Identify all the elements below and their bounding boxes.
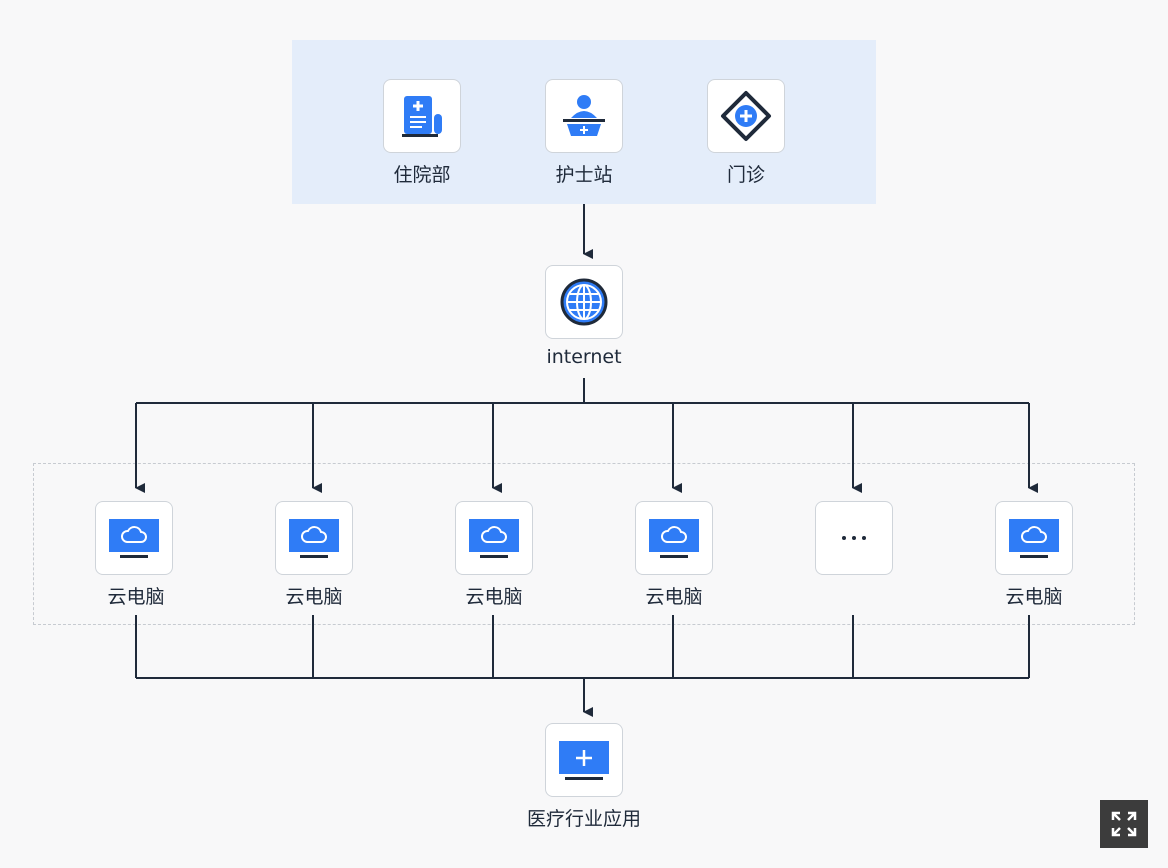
cloud-computer-label-1: 云电脑 — [107, 586, 165, 608]
expand-icon — [1111, 811, 1137, 837]
cloud-computer-label-2: 云电脑 — [285, 586, 343, 608]
ellipsis-icon — [842, 536, 866, 540]
internet-label: internet — [546, 346, 622, 368]
outpatient-label: 门诊 — [726, 164, 765, 186]
outpatient-node[interactable] — [707, 79, 785, 153]
inpatient-node[interactable] — [383, 79, 461, 153]
cloud-computer-2[interactable] — [275, 501, 353, 575]
cloud-monitor-icon — [289, 519, 339, 558]
inpatient-record-icon — [402, 96, 442, 137]
cloud-computer-group — [33, 463, 1135, 625]
globe-icon — [560, 278, 608, 326]
medical-app-node[interactable] — [545, 723, 623, 797]
cloud-computer-label-3: 云电脑 — [465, 586, 523, 608]
medical-app-label: 医疗行业应用 — [526, 808, 641, 830]
cloud-computer-label-4: 云电脑 — [645, 586, 703, 608]
cloud-monitor-icon — [109, 519, 159, 558]
cloud-computer-4[interactable] — [635, 501, 713, 575]
outpatient-diamond-icon — [721, 91, 771, 141]
nurse-station-label: 护士站 — [555, 164, 613, 186]
more-computers-node[interactable] — [815, 501, 893, 575]
cloud-computer-label-6: 云电脑 — [1005, 586, 1063, 608]
cloud-monitor-icon — [469, 519, 519, 558]
nurse-station-node[interactable] — [545, 79, 623, 153]
cloud-monitor-icon — [649, 519, 699, 558]
inpatient-label: 住院部 — [393, 164, 451, 186]
cloud-computer-6[interactable] — [995, 501, 1073, 575]
cloud-monitor-icon — [1009, 519, 1059, 558]
cloud-computer-1[interactable] — [95, 501, 173, 575]
nurse-station-icon — [563, 95, 605, 136]
fullscreen-button[interactable] — [1100, 800, 1148, 848]
internet-node[interactable] — [545, 265, 623, 339]
medical-monitor-icon — [559, 741, 609, 780]
cloud-computer-3[interactable] — [455, 501, 533, 575]
